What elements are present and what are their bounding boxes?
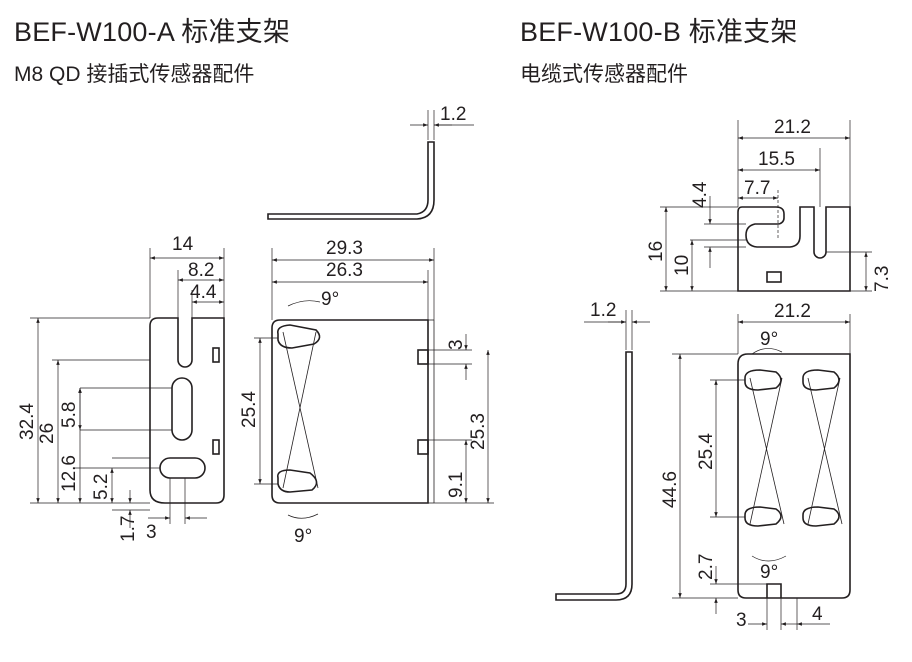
right-thickness-label: 1.2 <box>590 300 616 321</box>
left-side-width-inner-label: 26.3 <box>326 260 363 281</box>
right-top-slot-left-label: 7.7 <box>744 178 770 199</box>
left-side-view: 29.3 26.3 9° 9° 25.4 3 25.3 9.1 <box>239 238 494 547</box>
left-width-total-label: 14 <box>172 234 194 255</box>
left-angle-bottom-label: 9° <box>294 526 312 547</box>
left-slot-offset-label: 8.2 <box>188 260 214 281</box>
left-side-profile: 1.2 <box>267 104 474 220</box>
right-top-slot-offset-label: 15.5 <box>758 149 795 170</box>
left-slot-pos-label: 5.2 <box>91 474 112 500</box>
right-top-slot-width-label: 4.4 <box>690 181 711 208</box>
left-tab-height-label: 3 <box>446 339 467 350</box>
left-thickness-label: 1.2 <box>440 104 466 125</box>
right-top-width-label: 21.2 <box>774 117 811 138</box>
right-angle-bottom-label: 9° <box>760 562 778 583</box>
right-total-height-label: 44.6 <box>660 471 681 508</box>
right-title: BEF-W100-B 标准支架 <box>520 17 798 47</box>
right-top-right-height-label: 7.3 <box>872 266 893 292</box>
left-subtitle: M8 QD 接插式传感器配件 <box>14 63 255 86</box>
right-top-height-label: 16 <box>646 241 667 262</box>
left-side-height-label: 25.4 <box>239 391 260 428</box>
right-bottom-offset-label: 2.7 <box>696 554 717 580</box>
right-slot-width-label: 3 <box>736 610 747 631</box>
left-side-width-outer-label: 29.3 <box>326 238 363 259</box>
left-height-total-label: 32.4 <box>17 403 38 440</box>
right-hole-span-label: 25.4 <box>696 433 717 470</box>
left-slot-span-label: 26 <box>37 423 58 444</box>
left-hole-width-label: 3 <box>146 522 157 543</box>
right-subtitle: 电缆式传感器配件 <box>520 63 688 86</box>
left-title: BEF-W100-A 标准支架 <box>14 17 291 47</box>
right-slot-right-label: 4 <box>812 604 823 625</box>
right-angle-top-label: 9° <box>760 329 778 350</box>
right-front-view: 21.2 9° 25.4 44.6 2.7 9° 3 4 <box>660 301 851 631</box>
left-tab-span-label: 25.3 <box>468 413 489 450</box>
right-top-slot-depth-label: 10 <box>672 255 693 276</box>
left-tab-bottom-label: 9.1 <box>446 472 467 498</box>
left-slot-width-label: 4.4 <box>190 282 217 303</box>
left-hole-span-label: 12.6 <box>59 455 80 492</box>
left-front-view: 14 8.2 4.4 32.4 26 12.6 5.8 5.2 1.7 3 <box>17 234 225 543</box>
right-front-width-label: 21.2 <box>774 301 811 322</box>
right-top-view: 21.2 15.5 7.7 4.4 16 10 7.3 <box>646 117 893 292</box>
left-angle-top-label: 9° <box>321 289 339 310</box>
right-side-profile: 1.2 <box>555 300 650 601</box>
left-slot-length-label: 5.8 <box>59 402 80 428</box>
left-bottom-offset-label: 1.7 <box>118 516 139 542</box>
